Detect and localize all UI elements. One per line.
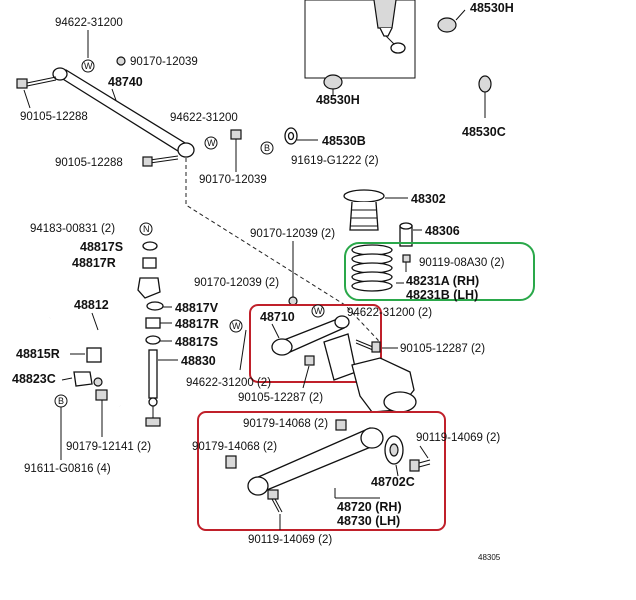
marker-n-letter: N <box>143 224 150 234</box>
lateral-rod-48710 <box>271 315 350 356</box>
label-48730: 48730 (LH) <box>337 514 400 528</box>
label-90179-12141: 90179-12141 (2) <box>66 441 151 453</box>
label-48710: 48710 <box>260 310 295 324</box>
label-90170-12039-d: 90170-12039 (2) <box>194 277 279 289</box>
marker-b-letter: B <box>264 143 270 153</box>
label-48817r-bottom: 48817R <box>175 317 219 331</box>
bushing-48530c <box>478 75 492 118</box>
label-90105-12287-a: 90105-12287 (2) <box>400 343 485 355</box>
label-48817s-bottom: 48817S <box>175 335 218 349</box>
label-48740: 48740 <box>108 75 143 89</box>
label-48530c: 48530C <box>462 125 506 139</box>
bushing-48530h-top <box>437 9 466 33</box>
bolt-90119-14069-b <box>267 489 283 513</box>
label-48817s-top: 48817S <box>80 240 123 254</box>
stabilizer-bar-48812 <box>49 314 134 408</box>
bushing-48815r <box>86 347 102 363</box>
bracket-48823c <box>73 371 93 387</box>
label-90105-12288-mid: 90105-12288 <box>55 157 123 169</box>
label-48231a: 48231A (RH) <box>406 274 479 288</box>
label-90179-14068-b: 90179-14068 (2) <box>192 441 277 453</box>
nut-90179-14068-b <box>225 455 237 469</box>
nut-48823c <box>93 377 103 387</box>
nut-90179-12141 <box>95 389 108 437</box>
label-48702c: 48702C <box>371 475 415 489</box>
label-48815r: 48815R <box>16 347 60 361</box>
label-48530b: 48530B <box>322 134 366 148</box>
bushing-48530h-mid <box>323 74 343 95</box>
label-94183-00831: 94183-00831 (2) <box>30 223 115 235</box>
label-90170-12039-mid: 90170-12039 <box>199 174 267 186</box>
label-94622-31200-mid: 94622-31200 <box>170 112 238 124</box>
marker-b-icon <box>260 141 274 155</box>
marker-w-icon <box>311 304 325 318</box>
label-90105-12287-b: 90105-12287 (2) <box>238 392 323 404</box>
control-arm-48740 <box>52 67 195 158</box>
marker-w-icon <box>229 319 243 333</box>
bracket-top <box>137 277 161 299</box>
label-94622-31200-d: 94622-31200 (2) <box>186 377 271 389</box>
shock-absorber <box>373 0 406 54</box>
label-94622-31200-c: 94622-31200 (2) <box>347 307 432 319</box>
bracket-axle <box>323 333 357 381</box>
label-48817r-top: 48817R <box>72 256 116 270</box>
nut-90170-12039-top <box>116 56 126 66</box>
stabilizer-link-48830 <box>145 349 161 427</box>
marker-w-letter: W <box>207 138 216 148</box>
marker-w-icon <box>204 136 218 150</box>
bushing-48817r <box>142 257 157 269</box>
label-48817v: 48817V <box>175 301 219 315</box>
label-48830: 48830 <box>181 354 216 368</box>
highlight-lower-control-arm <box>197 411 446 531</box>
bump-stop-48302 <box>343 189 385 231</box>
nut-94622-31200-box <box>304 355 315 366</box>
axle-housing <box>351 357 417 413</box>
label-90170-12039-c: 90170-12039 (2) <box>250 228 335 240</box>
marker-w-letter: W <box>84 61 93 71</box>
lower-control-arm <box>247 427 384 496</box>
figure-reference-number: 48305 <box>478 553 501 562</box>
bolt-90119-08a30 <box>402 254 411 272</box>
washer-48530b <box>284 127 318 145</box>
label-48720: 48720 (RH) <box>337 500 402 514</box>
label-48812: 48812 <box>74 298 109 312</box>
washer-48817s-bottom <box>145 335 161 345</box>
marker-w-letter: W <box>314 306 323 316</box>
label-94622-31200-top: 94622-31200 <box>55 17 123 29</box>
label-48306: 48306 <box>425 224 460 238</box>
label-48231b: 48231B (LH) <box>406 288 478 302</box>
coil-spring <box>351 244 393 292</box>
bushing-48702c <box>384 435 404 465</box>
label-90105-12288-left: 90105-12288 <box>20 111 88 123</box>
marker-w-letter: W <box>232 321 241 331</box>
label-48530h-mid: 48530H <box>316 93 360 107</box>
washer-48817s <box>142 241 158 251</box>
nut-90170-12039-c <box>288 296 298 306</box>
bolt-90105-12287-box <box>355 339 381 353</box>
label-90119-14069-b: 90119-14069 (2) <box>248 534 332 546</box>
label-90119-14069-a: 90119-14069 (2) <box>416 432 500 444</box>
label-91619: 91619-G1222 (2) <box>291 155 379 167</box>
bump-stop-48306 <box>399 222 413 247</box>
marker-b-letter: B <box>58 396 64 406</box>
washer-48817v <box>146 301 164 311</box>
bushing-48817r-bottom <box>145 317 161 329</box>
marker-n-icon <box>139 222 153 236</box>
label-48302: 48302 <box>411 192 446 206</box>
shock-absorber-frame <box>304 0 416 79</box>
nut-90179-14068-a <box>335 419 347 431</box>
label-90179-14068-a: 90179-14068 (2) <box>243 418 328 430</box>
highlight-coil-spring <box>344 242 535 301</box>
bolt-90105-12288-mid <box>142 155 179 167</box>
bolt-90105-12288-left <box>16 76 57 89</box>
label-48530h-top: 48530H <box>470 1 514 15</box>
label-90170-12039-top: 90170-12039 <box>130 56 198 68</box>
bolt-90119-14069-a <box>409 459 431 472</box>
marker-w-icon <box>81 59 95 73</box>
nut-90170-12039-mid <box>230 129 242 172</box>
label-48823c: 48823C <box>12 372 56 386</box>
label-91611-g0816: 91611-G0816 (4) <box>24 463 111 475</box>
label-90119-08a30: 90119-08A30 (2) <box>419 257 505 269</box>
